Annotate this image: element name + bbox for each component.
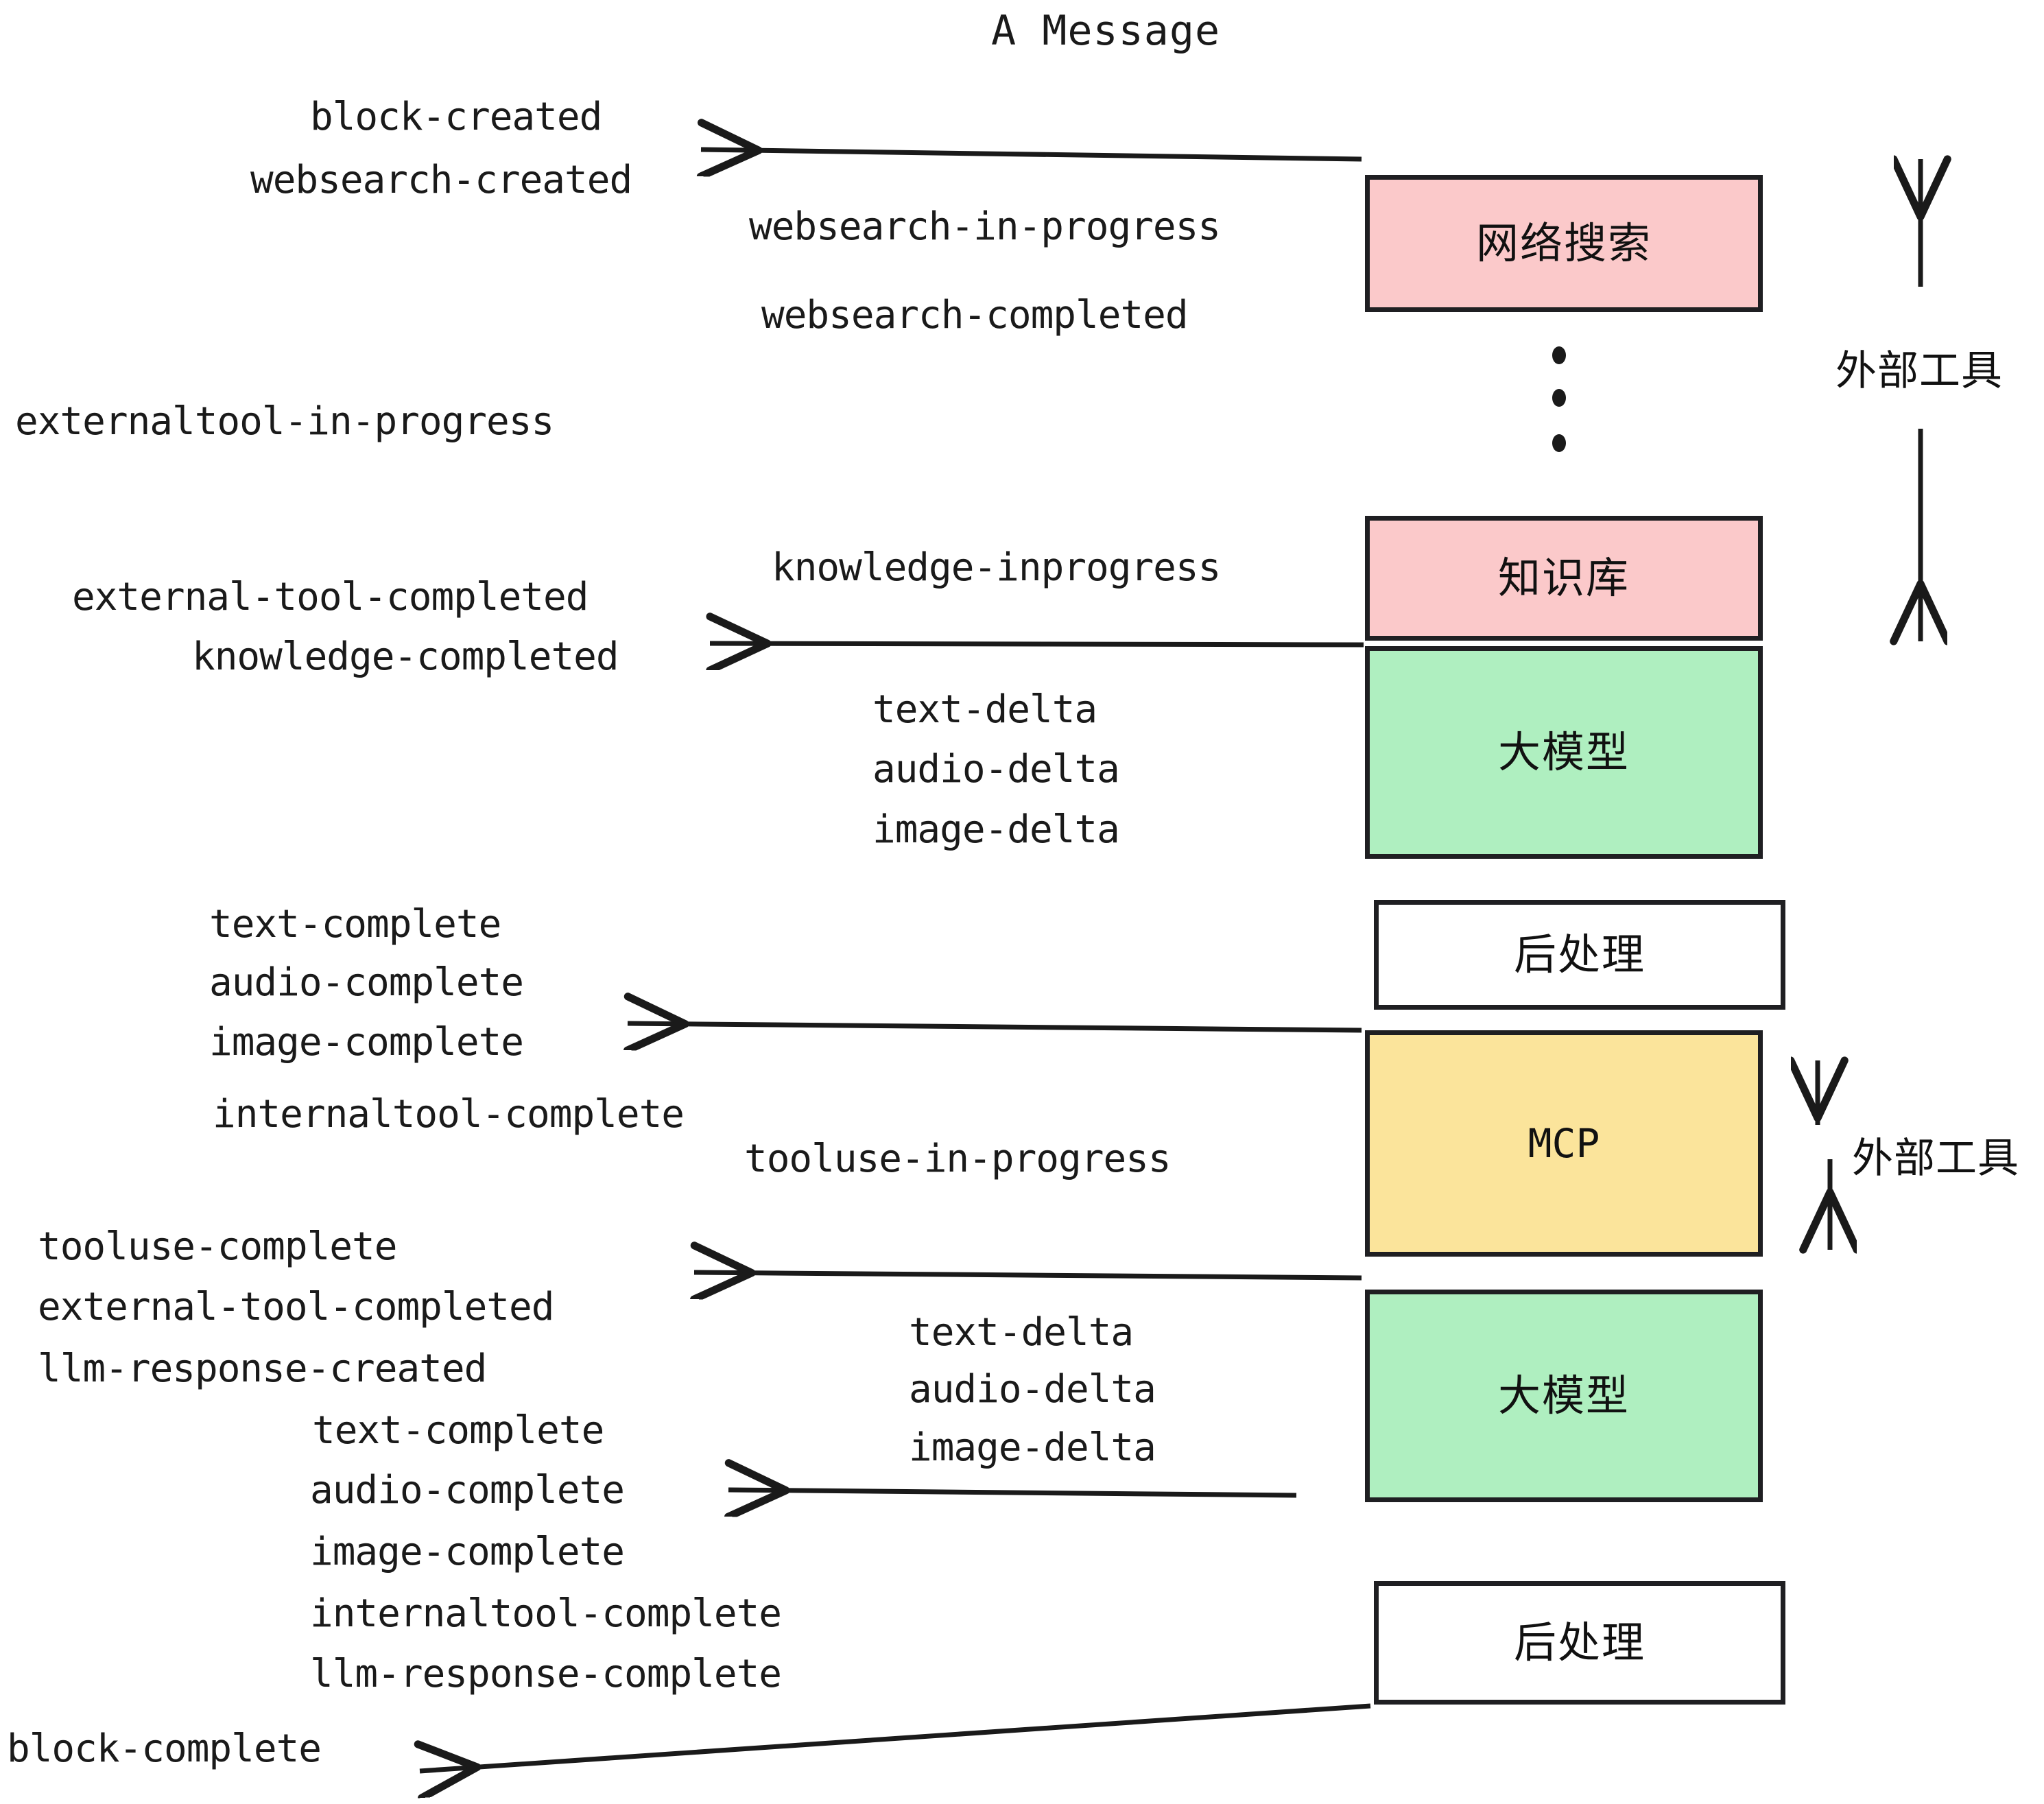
event-websearch-completed: websearch-completed — [761, 293, 1189, 337]
ellipsis-dot-1 — [1552, 346, 1566, 364]
box-knowledge: 知识库 — [1365, 516, 1763, 641]
arrow-image-complete-1 — [628, 1023, 1362, 1030]
event-tooluse-in-progress: tooluse-in-progress — [744, 1137, 1172, 1181]
event-image-delta-2: image-delta — [909, 1425, 1156, 1470]
event-image-delta-1: image-delta — [872, 807, 1120, 852]
arrow-tooluse-complete — [694, 1272, 1362, 1278]
event-tooluse-complete: tooluse-complete — [38, 1224, 397, 1269]
arrow-block-complete — [420, 1703, 1371, 1771]
event-knowledge-completed: knowledge-completed — [192, 634, 619, 679]
event-text-delta-2: text-delta — [909, 1310, 1134, 1355]
box-postprocess-2: 后处理 — [1374, 1581, 1785, 1705]
box-knowledge-label: 知识库 — [1497, 553, 1630, 603]
side-label-external-tools-bottom: 外部工具 — [1852, 1135, 2019, 1183]
box-llm-2-label: 大模型 — [1497, 1370, 1630, 1421]
arrow-knowledge-completed — [710, 643, 1364, 645]
event-image-complete-2: image-complete — [310, 1530, 625, 1574]
event-block-created: block-created — [310, 95, 602, 139]
event-text-complete-1: text-complete — [209, 902, 501, 947]
event-internaltool-complete-2: internaltool-complete — [310, 1591, 782, 1636]
event-text-delta-1: text-delta — [872, 687, 1097, 732]
event-block-complete: block-complete — [7, 1726, 322, 1771]
box-llm-2: 大模型 — [1365, 1290, 1763, 1502]
side-label-external-tools-top: 外部工具 — [1835, 347, 2003, 395]
box-llm-1: 大模型 — [1365, 646, 1763, 859]
ellipsis-dot-3 — [1552, 434, 1566, 452]
box-postprocess-1: 后处理 — [1374, 900, 1785, 1010]
event-llm-response-created: llm-response-created — [38, 1346, 487, 1391]
box-postprocess-2-label: 后处理 — [1513, 1617, 1645, 1667]
box-postprocess-1-label: 后处理 — [1513, 929, 1645, 980]
event-websearch-in-progress: websearch-in-progress — [749, 204, 1221, 249]
event-llm-response-complete: llm-response-complete — [310, 1652, 782, 1696]
event-image-complete-1: image-complete — [209, 1020, 524, 1065]
arrow-websearch-created — [701, 150, 1362, 159]
ellipsis-dot-2 — [1552, 389, 1566, 407]
box-llm-1-label: 大模型 — [1497, 727, 1630, 777]
event-websearch-created: websearch-created — [250, 158, 632, 202]
box-websearch: 网络搜索 — [1365, 175, 1763, 312]
box-websearch-label: 网络搜索 — [1475, 218, 1652, 268]
event-audio-delta-2: audio-delta — [909, 1367, 1156, 1412]
event-externaltool-in-progress: externaltool-in-progress — [15, 399, 554, 444]
event-audio-delta-1: audio-delta — [872, 747, 1120, 792]
event-external-tool-completed-1: external-tool-completed — [72, 575, 589, 619]
box-mcp: MCP — [1365, 1030, 1763, 1257]
event-text-complete-2: text-complete — [312, 1408, 604, 1453]
event-external-tool-completed-2: external-tool-completed — [38, 1285, 554, 1329]
arrow-audio-complete-2 — [728, 1490, 1297, 1495]
event-internaltool-complete-1: internaltool-complete — [213, 1092, 685, 1137]
event-knowledge-inprogress: knowledge-inprogress — [772, 545, 1221, 590]
diagram-title: A Message — [991, 7, 1221, 55]
box-mcp-label: MCP — [1528, 1120, 1600, 1167]
event-audio-complete-1: audio-complete — [209, 960, 524, 1005]
event-audio-complete-2: audio-complete — [310, 1468, 625, 1512]
